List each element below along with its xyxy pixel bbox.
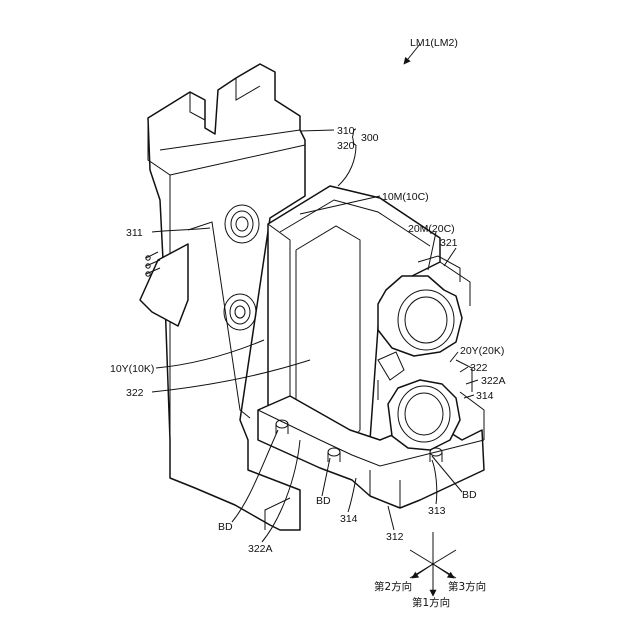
label-bd-right: BD xyxy=(462,489,477,501)
label-assembly: LM1(LM2) xyxy=(410,37,458,49)
label-313: 313 xyxy=(428,505,446,517)
label-322-right: 322 xyxy=(470,362,488,374)
label-10y: 10Y(10K) xyxy=(110,363,154,375)
label-314-right: 314 xyxy=(476,390,494,402)
axis-arrow-3 xyxy=(433,564,454,578)
label-bd-center: BD xyxy=(316,495,331,507)
direction-first: 第1方向 xyxy=(412,596,450,609)
label-20m: 20M(20C) xyxy=(408,223,455,235)
side-tab xyxy=(140,244,188,326)
label-bd-left: BD xyxy=(218,521,233,533)
label-321: 321 xyxy=(440,237,458,249)
label-311: 311 xyxy=(126,227,143,239)
direction-second: 第2方向 xyxy=(374,580,412,593)
label-322a-bottom: 322A xyxy=(248,543,273,555)
label-312: 312 xyxy=(386,531,404,543)
label-20y: 20Y(20K) xyxy=(460,345,504,357)
label-322-left: 322 xyxy=(126,387,144,399)
label-320: 320 xyxy=(337,140,355,152)
label-322a-right: 322A xyxy=(481,375,506,387)
label-10m: 10M(10C) xyxy=(382,191,429,203)
direction-third: 第3方向 xyxy=(448,580,486,593)
axis-arrow-2 xyxy=(412,564,433,578)
direction-indicator: 第2方向 第3方向 第1方向 xyxy=(374,532,486,609)
label-300: 300 xyxy=(361,132,379,144)
label-310: 310 xyxy=(337,125,355,137)
label-314-center: 314 xyxy=(340,513,358,525)
